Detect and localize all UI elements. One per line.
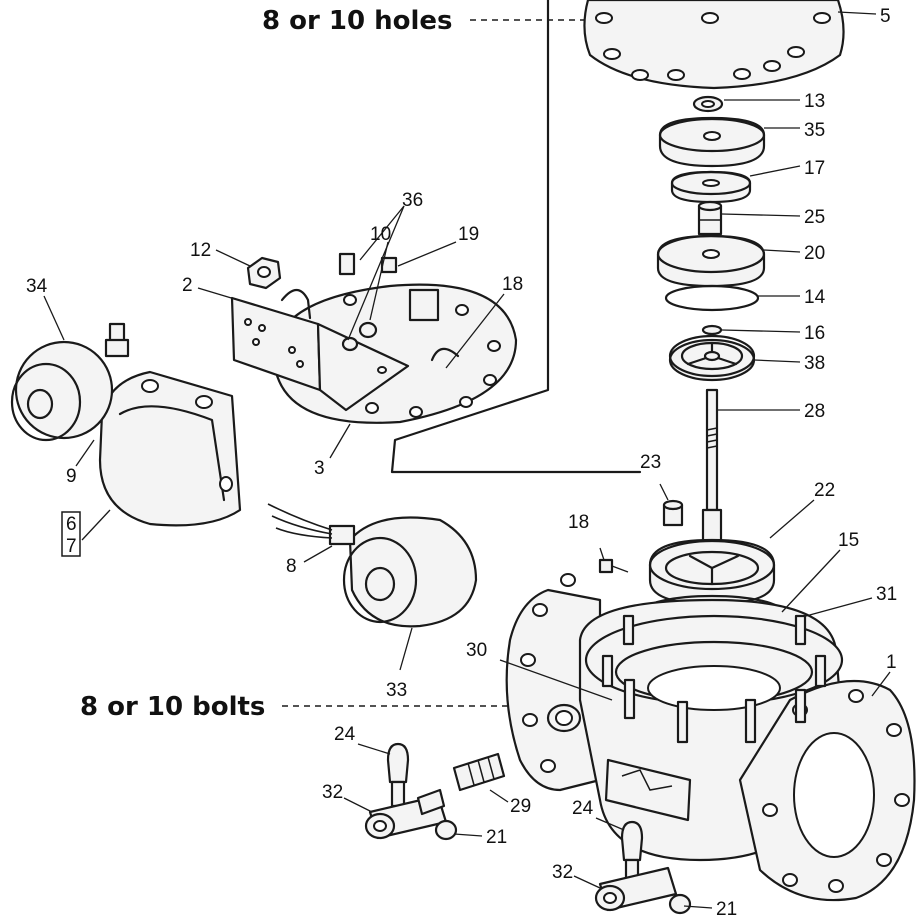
label-38: 38 — [804, 353, 825, 374]
bonnet-studs — [601, 614, 827, 744]
label-29: 29 — [510, 796, 531, 817]
label-14: 14 — [804, 287, 826, 308]
solenoid-coil — [10, 322, 130, 442]
label-5: 5 — [880, 6, 891, 27]
actuator-outline-line — [390, 0, 642, 474]
label-15: 15 — [838, 530, 859, 551]
label-21-upper: 21 — [486, 827, 507, 848]
lower-plug — [598, 558, 614, 574]
label-3: 3 — [314, 458, 325, 479]
label-24-lower: 24 — [572, 798, 594, 819]
label-16: 16 — [804, 323, 825, 344]
bushing — [662, 499, 684, 527]
label-1: 1 — [886, 652, 897, 673]
label-34: 34 — [26, 276, 48, 297]
label-24-upper: 24 — [334, 724, 356, 745]
label-21-lower: 21 — [716, 899, 737, 919]
valve-stem — [701, 388, 723, 548]
hex-nut — [246, 256, 282, 290]
label-18-lower: 18 — [568, 512, 589, 533]
small-ring — [701, 324, 723, 336]
top-cover — [583, 0, 845, 90]
spacer — [670, 170, 752, 204]
label-23: 23 — [640, 452, 661, 473]
bracket-nut-36 — [341, 336, 359, 352]
label-8: 8 — [286, 556, 297, 577]
holes-note: 8 or 10 holes — [262, 6, 453, 36]
upper-washer — [658, 116, 766, 168]
seat-ring — [648, 538, 776, 606]
label-6: 6 — [66, 514, 77, 535]
top-nut — [692, 95, 724, 113]
label-10: 10 — [370, 224, 391, 245]
label-33: 33 — [386, 680, 407, 701]
label-30: 30 — [466, 640, 487, 661]
lower-plate — [656, 234, 766, 288]
spoke-guide — [668, 334, 756, 382]
threaded-fitting — [452, 752, 506, 792]
label-13: 13 — [804, 91, 825, 112]
stem-collar — [697, 200, 723, 236]
label-2: 2 — [182, 275, 193, 296]
mounting-bracket — [230, 296, 410, 412]
needle-valve-lower — [594, 820, 692, 915]
label-36: 36 — [402, 190, 423, 211]
label-7: 7 — [66, 536, 77, 557]
label-28: 28 — [804, 401, 825, 422]
bolts-note: 8 or 10 bolts — [80, 692, 265, 722]
solenoid-enclosure — [98, 370, 242, 527]
label-32-lower: 32 — [552, 862, 573, 883]
o-ring-upper — [664, 284, 760, 312]
label-19: 19 — [458, 224, 479, 245]
label-25: 25 — [804, 207, 825, 228]
label-12: 12 — [190, 240, 211, 261]
label-9: 9 — [66, 466, 77, 487]
label-32-upper: 32 — [322, 782, 343, 803]
label-31: 31 — [876, 584, 897, 605]
label-20: 20 — [804, 243, 825, 264]
valve-body — [505, 573, 916, 902]
second-solenoid — [267, 503, 478, 628]
label-17: 17 — [804, 158, 825, 179]
leader-lines — [43, 11, 891, 909]
needle-valve-upper — [364, 742, 458, 841]
label-6-7-box — [61, 511, 81, 557]
label-22: 22 — [814, 480, 835, 501]
bracket-nut-10 — [358, 321, 378, 339]
label-35: 35 — [804, 120, 825, 141]
label-18-upper: 18 — [502, 274, 523, 295]
